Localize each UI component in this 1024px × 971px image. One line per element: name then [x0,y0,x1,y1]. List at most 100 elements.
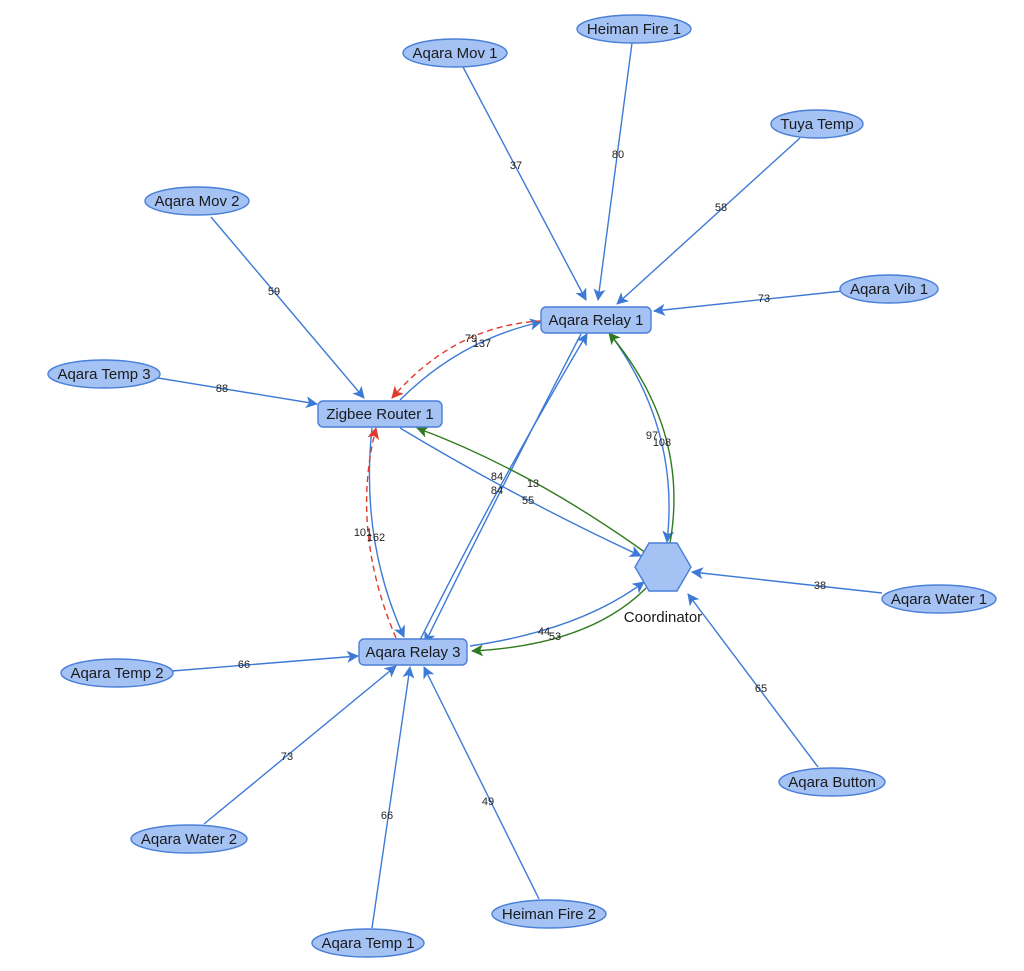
node-temp3[interactable]: Aqara Temp 3 [47,359,161,389]
nodes-layer: Coordinator Aqara Relay 1 Zigbee Router 1 A… [47,14,997,958]
link-label-coordinator-to-router1: 13 [527,478,539,490]
link-coordinator-to-relay1[interactable] [608,332,675,544]
node-shape-fire1[interactable] [576,14,692,44]
link-label-coordinator-to-relay3: 53 [549,631,561,643]
link-label-relay1-to-router1: 79 [465,333,477,345]
node-label-fire2: Heiman Fire 2 [502,906,596,923]
node-shape-coordinator[interactable] [634,542,692,592]
link-label-vib1-to-relay1: 73 [758,293,770,305]
node-shape-water1[interactable] [881,584,997,614]
node-temp2[interactable]: Aqara Temp 2 [60,658,174,688]
node-label-water1: Aqara Water 1 [891,591,987,608]
link-label-relay3-to-relay1: 84 [491,471,503,483]
link-router1-to-relay1[interactable] [399,318,542,401]
link-label-mov1-to-relay1: 37 [510,160,522,172]
link-label-temp1-to-relay3: 66 [381,810,393,822]
node-water2[interactable]: Aqara Water 2 [130,824,248,854]
node-temp1[interactable]: Aqara Temp 1 [311,928,425,958]
link-coordinator-to-router1[interactable] [416,426,647,554]
link-temp1-to-relay3[interactable] [371,666,415,929]
node-label-relay3: Aqara Relay 3 [365,644,460,661]
node-fire1[interactable]: Heiman Fire 1 [576,14,692,44]
link-tuya-to-relay1[interactable] [616,137,801,305]
link-fire1-to-relay1[interactable] [593,42,633,301]
link-coordinator-to-relay3[interactable] [471,587,647,657]
link-water2-to-relay3[interactable] [203,665,397,825]
node-label-temp3: Aqara Temp 3 [57,366,150,383]
link-label-water1-to-coordinator: 38 [814,580,826,592]
node-fire2[interactable]: Heiman Fire 2 [491,899,607,929]
node-label-router1: Zigbee Router 1 [326,406,434,423]
node-shape-temp1[interactable] [311,928,425,958]
node-vib1[interactable]: Aqara Vib 1 [839,274,939,304]
node-shape-fire2[interactable] [491,899,607,929]
link-temp3-to-router1[interactable] [157,377,318,409]
node-shape-router1[interactable] [317,400,443,428]
link-label-relay1-to-coordinator: 97 [646,430,658,442]
link-router1-to-relay3[interactable] [368,427,405,638]
node-shape-temp3[interactable] [47,359,161,389]
node-label-temp1: Aqara Temp 1 [321,935,414,952]
node-coordinator[interactable]: Coordinator [624,542,702,626]
node-label-vib1: Aqara Vib 1 [850,281,928,298]
link-label-tuya-to-relay1: 58 [715,202,727,214]
link-temp2-to-relay3[interactable] [171,650,359,672]
link-label-fire1-to-relay1: 80 [612,149,624,161]
node-shape-vib1[interactable] [839,274,939,304]
node-tuya[interactable]: Tuya Temp [770,109,864,139]
link-vib1-to-relay1[interactable] [653,290,844,316]
link-label-button-to-coordinator: 65 [755,683,767,695]
link-label-temp2-to-relay3: 66 [238,659,250,671]
link-relay3-to-router1[interactable] [365,427,397,639]
node-label-temp2: Aqara Temp 2 [70,665,163,682]
link-label-temp3-to-router1: 88 [216,383,228,395]
node-label-coordinator: Coordinator [624,609,702,626]
node-shape-mov1[interactable] [402,38,508,68]
link-relay3-to-coordinator[interactable] [469,581,645,647]
node-label-tuya: Tuya Temp [780,116,853,133]
link-button-to-coordinator[interactable] [687,593,819,768]
link-label-router1-to-relay1: 137 [473,338,491,350]
link-mov2-to-router1[interactable] [210,216,365,399]
node-shape-relay3[interactable] [358,638,468,666]
link-relay1-to-coordinator[interactable] [610,334,675,543]
links-layer [157,42,883,929]
link-label-relay3-to-router1: 101 [354,527,372,539]
link-label-relay1-to-relay3: 84 [491,485,503,497]
link-mov1-to-relay1[interactable] [462,66,587,301]
link-fire2-to-relay3[interactable] [423,666,540,900]
node-shape-relay1[interactable] [540,306,652,334]
node-label-mov2: Aqara Mov 2 [154,193,239,210]
node-water1[interactable]: Aqara Water 1 [881,584,997,614]
node-label-water2: Aqara Water 2 [141,831,237,848]
link-label-coordinator-to-relay1: 108 [653,437,671,449]
node-label-button: Aqara Button [788,774,876,791]
node-button[interactable]: Aqara Button [778,767,886,797]
node-relay1[interactable]: Aqara Relay 1 [540,306,652,334]
link-water1-to-coordinator[interactable] [691,567,883,594]
node-shape-tuya[interactable] [770,109,864,139]
node-label-mov1: Aqara Mov 1 [412,45,497,62]
node-label-fire1: Heiman Fire 1 [587,21,681,38]
node-router1[interactable]: Zigbee Router 1 [317,400,443,428]
link-label-router1-to-coordinator: 55 [522,495,534,507]
link-relay1-to-relay3[interactable] [424,333,582,644]
node-shape-water2[interactable] [130,824,248,854]
link-relay3-to-relay1[interactable] [419,333,588,641]
link-label-router1-to-relay3: 162 [367,532,385,544]
link-relay1-to-router1[interactable] [391,320,543,399]
node-shape-button[interactable] [778,767,886,797]
node-label-relay1: Aqara Relay 1 [548,312,643,329]
node-mov2[interactable]: Aqara Mov 2 [144,186,250,216]
link-label-water2-to-relay3: 73 [281,751,293,763]
link-label-mov2-to-router1: 59 [268,286,280,298]
node-shape-mov2[interactable] [144,186,250,216]
link-router1-to-coordinator[interactable] [399,427,642,557]
link-label-fire2-to-relay3: 49 [482,796,494,808]
link-label-relay3-to-coordinator: 44 [538,626,550,638]
node-relay3[interactable]: Aqara Relay 3 [358,638,468,666]
node-mov1[interactable]: Aqara Mov 1 [402,38,508,68]
node-shape-temp2[interactable] [60,658,174,688]
